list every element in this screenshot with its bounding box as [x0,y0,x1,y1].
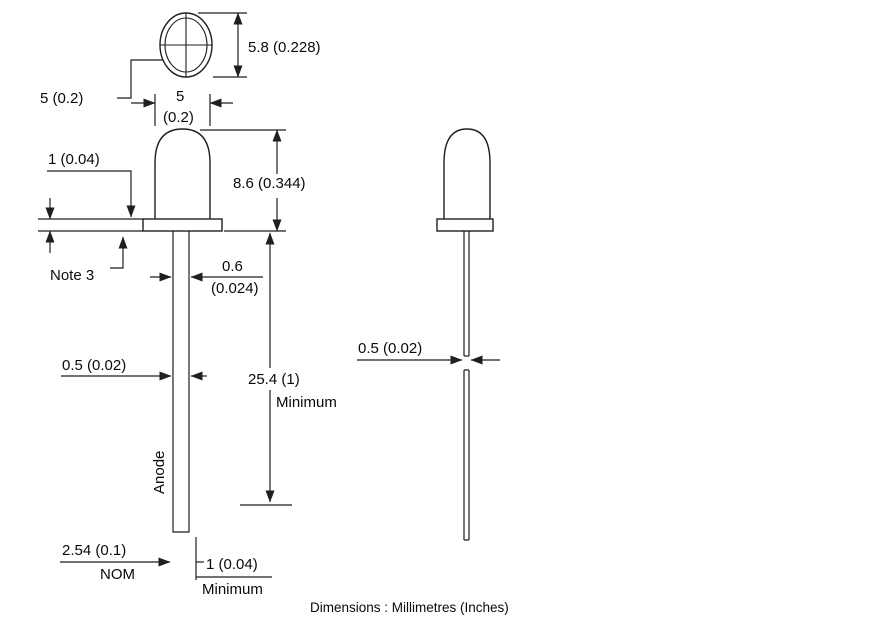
front-view-flange [142,218,223,232]
dim-lead-tip-label: 1 (0.04) [206,556,258,573]
dim-lead-thickness-label-in: (0.024) [211,280,259,297]
dim-lens-diameter-label: 5 (0.2) [40,90,83,107]
dim-flange-height-leader [47,170,136,218]
dim-lead-length: 25.4 (1) Minimum [240,232,337,506]
dim-lead-length-label: 25.4 (1) [248,371,300,388]
note3-leader [110,236,128,269]
dim-lens-diameter: 5 (0.2) [40,59,163,107]
note3-label: Note 3 [50,267,94,284]
dim-lead-thickness-label-mm: 0.6 [222,258,243,275]
dim-lead-width-front: 0.5 (0.02) [61,357,207,381]
dim-body-diameter: 5 (0.2) [131,88,233,126]
dim-flange-diameter-label: 5.8 (0.228) [248,39,321,56]
dim-flange-height: 1 (0.04) [38,151,143,253]
note3-callout: Note 3 [50,236,128,284]
anode-label: Anode [151,451,168,494]
front-view-dome [154,128,211,219]
side-view [436,128,494,541]
dim-lead-width-front-label: 0.5 (0.02) [62,357,126,374]
top-view-center-cross [160,13,212,77]
dim-lead-spacing-label: 2.54 (0.1) [62,542,126,559]
dim-lead-tip: 1 (0.04) Minimum [195,537,272,598]
dim-lead-tip-qualifier: Minimum [202,581,263,598]
dim-flange-diameter: 5.8 (0.228) [198,12,321,78]
top-view [159,12,213,78]
dim-lead-length-qualifier: Minimum [276,394,337,411]
dim-lead-spacing: 2.54 (0.1) NOM [60,542,171,583]
dim-lead-width-side: 0.5 (0.02) [357,340,500,365]
dim-lead-width-side-label: 0.5 (0.02) [358,340,422,357]
dim-flange-height-extension-lines [38,218,143,232]
dim-flange-height-label: 1 (0.04) [48,151,100,168]
front-view-lead [172,231,190,533]
dim-lead-spacing-qualifier: NOM [100,566,135,583]
dim-body-height: 8.6 (0.344) [200,129,306,232]
dim-lead-thickness: 0.6 (0.024) [150,258,263,297]
dim-body-diameter-label-mm: 5 [176,88,184,105]
front-view [142,128,223,533]
side-view-flange [436,218,494,232]
side-view-lead-lower [463,369,470,541]
dim-body-height-label: 8.6 (0.344) [233,175,306,192]
side-view-lead-upper [463,231,470,357]
side-view-dome [443,128,491,219]
footer-units-note: Dimensions : Millimetres (Inches) [310,600,509,615]
dim-body-diameter-label-in: (0.2) [163,109,194,126]
dim-lens-diameter-leader [117,59,163,99]
